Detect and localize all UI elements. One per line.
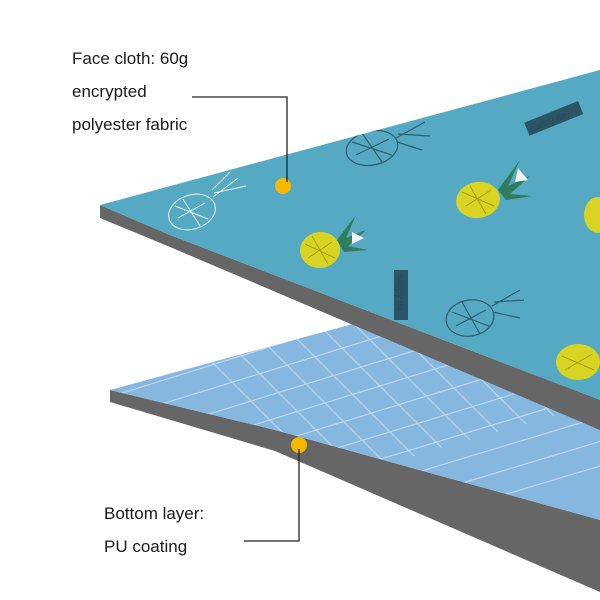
bottom-layer-callout: Bottom layer: PU coating xyxy=(104,497,204,563)
print-tag-vertical-text: happy da xyxy=(395,274,405,311)
leader-lines xyxy=(192,96,300,542)
pineapple-center xyxy=(300,215,368,269)
print-tag-vertical: happy da xyxy=(394,270,408,320)
face-cloth-callout: Face cloth: 60g encrypted polyester fabr… xyxy=(72,42,188,141)
pineapple-partial xyxy=(584,197,600,233)
face-cloth-print: happy day happy da xyxy=(168,101,600,380)
shadow-pineapple-lower xyxy=(445,289,525,337)
outline-pineapple xyxy=(168,171,247,231)
face-cloth-marker xyxy=(275,178,291,194)
face-cloth-edge xyxy=(100,205,600,430)
bottom-layer-leader xyxy=(244,449,300,542)
face-cloth-leader xyxy=(192,96,288,182)
face-cloth-line-3: polyester fabric xyxy=(72,115,188,134)
face-cloth-fabric xyxy=(100,70,600,400)
face-cloth-line-2: encrypted xyxy=(72,82,147,101)
bottom-layer-line-2: PU coating xyxy=(104,537,188,556)
pineapple-right-edge xyxy=(556,344,600,380)
pineapple-upper-right xyxy=(456,160,532,219)
bottom-layer-line-1: Bottom layer: xyxy=(104,504,205,523)
face-cloth-layer: happy day happy da xyxy=(100,70,600,430)
face-cloth-line-1: Face cloth: 60g xyxy=(72,49,189,68)
bottom-layer-marker xyxy=(291,437,307,453)
bottom-layer-edge xyxy=(110,390,600,592)
